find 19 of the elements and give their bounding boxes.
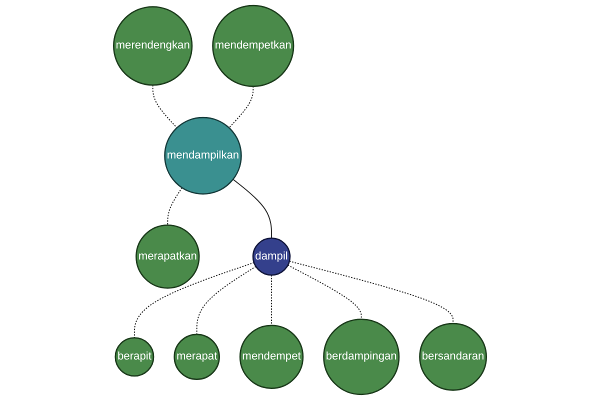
node-circle: mendempetkan <box>212 4 294 87</box>
node-circle: mendampilkan <box>164 116 242 195</box>
connector <box>196 266 256 334</box>
connector <box>152 85 178 128</box>
node-circle: mendempet <box>239 324 304 389</box>
node-circle: merapat <box>174 334 220 380</box>
connector <box>134 262 254 338</box>
connector <box>289 260 454 324</box>
node-circle: dampil <box>252 237 291 276</box>
connector <box>167 187 182 226</box>
node-circle: merendengkan <box>113 6 193 86</box>
node-circle: bersandaran <box>419 322 487 391</box>
node-circle: merapatkan <box>136 224 200 289</box>
connector <box>232 178 272 238</box>
node-circle: berdampingan <box>323 318 400 396</box>
node-circle: berapit <box>114 337 154 377</box>
connector <box>271 275 272 326</box>
connector <box>228 86 254 128</box>
connector <box>288 264 362 320</box>
